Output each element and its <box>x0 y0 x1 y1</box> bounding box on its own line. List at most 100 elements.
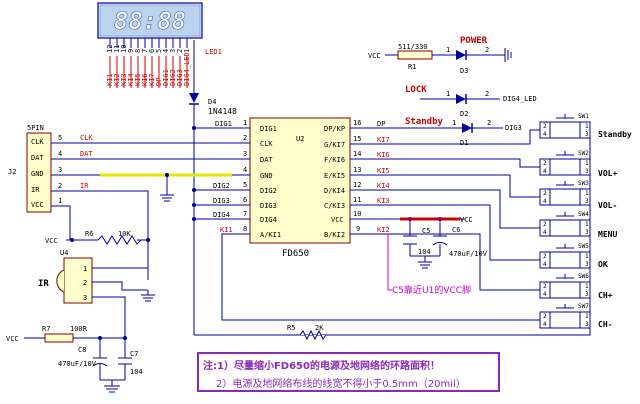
connector-pin-number: 1 <box>58 197 62 205</box>
r5-resistor: R5 2K <box>287 324 327 341</box>
switch-body <box>539 219 591 237</box>
ic-pin-number: 3 <box>243 150 247 158</box>
ic-pin-number: 7 <box>243 210 247 218</box>
d1-ref: D1 <box>460 139 468 147</box>
switch-label: VOL- <box>598 201 617 210</box>
supply-filter: VCC R7 100R C8 470uF/10V C7 104 <box>6 325 143 393</box>
ir-ref: U4 <box>60 249 68 257</box>
switch-pin-number: 3 <box>585 261 589 268</box>
net-ki7: KI7 <box>377 136 390 144</box>
switch-pin-number: 2 <box>543 283 547 290</box>
power-led: POWER VCC 511/330 R1 D3 1 2 <box>368 36 512 75</box>
display-pin-number: 8 <box>134 49 142 53</box>
switch-label: CH+ <box>598 291 613 300</box>
net-dig1: DIG1 <box>215 120 232 128</box>
connector-pin-number: 2 <box>58 182 62 190</box>
r1-ref: R1 <box>408 63 416 71</box>
led-display: 88:88 12 11 10 9 8 7 6 5 4 3 2 1 LED1 KI… <box>97 2 222 88</box>
ground-icon <box>160 194 174 202</box>
connector-j2: 5PIN J2 CLK DAT GND IR VCC 5 4 3 2 1 CLK… <box>8 124 93 213</box>
switch-pin-number: 3 <box>585 291 589 298</box>
led-icon <box>456 94 466 104</box>
ground-icon <box>104 385 120 393</box>
r1-value: 511/330 <box>398 43 428 51</box>
switch-pin-number: 4 <box>543 198 547 205</box>
ic-pin-number: 13 <box>353 166 361 174</box>
ic-pin-name: B/KI2 <box>324 231 345 239</box>
connector-pin-label: DAT <box>31 154 44 162</box>
ic-pin-number: 10 <box>353 210 361 218</box>
ic-pin-number: 2 <box>243 134 247 142</box>
switch-pin-number: 3 <box>585 168 589 175</box>
c5-ref: C5 <box>422 227 430 235</box>
ic-pin-name: DAT <box>260 156 273 164</box>
display-pin-number: 12 <box>106 45 114 53</box>
connector-pin-number: 4 <box>58 150 62 158</box>
switch-ref: SW7 <box>578 303 589 310</box>
ic-pin-name: DIG4 <box>260 216 277 224</box>
switch-ref: SW5 <box>578 243 589 250</box>
ic-name: FD650 <box>282 249 309 259</box>
net-ki1: KI1 <box>220 226 233 234</box>
r6-resistor <box>97 235 142 245</box>
ic-pin-name: GND <box>260 172 273 180</box>
switch-pin-number: 3 <box>585 131 589 138</box>
ic-pin-name: C/KI3 <box>324 202 345 210</box>
ic-pin-name: D/KI4 <box>324 187 345 195</box>
net-ki6: KI6 <box>377 151 390 159</box>
d2-ref: D2 <box>460 110 468 118</box>
display-pin-number: 9 <box>127 49 135 53</box>
ir-label: IR <box>38 279 49 289</box>
switch-pin-number: 1 <box>585 283 589 290</box>
ir-vcc: VCC <box>45 237 58 245</box>
standby-led-label: Standby <box>405 117 444 127</box>
ic-pin-name: DIG3 <box>260 202 277 210</box>
r5-value: 2K <box>315 324 324 332</box>
c7-value: 104 <box>130 368 143 376</box>
display-pin-number: 2 <box>176 49 184 53</box>
switch-ref: SW4 <box>578 211 589 218</box>
d2-pin1: 1 <box>446 90 450 98</box>
led-icon <box>456 50 466 60</box>
c5-value: 104 <box>418 248 431 256</box>
switch-pin-number: 4 <box>543 291 547 298</box>
ic-pin-name: F/KI6 <box>324 156 345 164</box>
net-dp: DP <box>377 120 385 128</box>
ic-pin-number: 15 <box>353 135 361 143</box>
switch-pin-number: 2 <box>543 190 547 197</box>
ic-pin-name: DIG1 <box>260 125 277 133</box>
switch-pin-number: 2 <box>543 123 547 130</box>
net-ki4: KI4 <box>377 182 390 190</box>
switch-ref: SW2 <box>578 150 589 157</box>
connector-ref: J2 <box>8 168 16 176</box>
display-pin-numbers: 12 11 10 9 8 7 6 5 4 3 2 1 <box>106 45 191 53</box>
switch-pin-number: 4 <box>543 131 547 138</box>
switch-body <box>539 188 591 206</box>
display-pin-number: 5 <box>155 49 163 53</box>
ground-icon <box>418 261 432 269</box>
caps: VCC C5 C6 104 470uF/10V <box>400 216 488 269</box>
note-line-2: 2）电源及地网络布线的线宽不得小于0.5mm（20mil） <box>216 379 466 390</box>
d3-pin2: 2 <box>485 46 489 54</box>
switch-body <box>539 281 591 299</box>
display-pin-number: 4 <box>162 49 170 53</box>
lock-led: LOCK DIG4_LED D2 1 2 <box>405 85 537 118</box>
ir-pin: 1 <box>83 265 87 273</box>
switch-label: VOL+ <box>598 169 617 178</box>
d3-ref: D3 <box>460 67 468 75</box>
switch-pin-number: 4 <box>543 261 547 268</box>
ir-pin: 3 <box>83 294 87 302</box>
ic-pin-number: 4 <box>243 166 247 174</box>
switch-body <box>539 311 591 329</box>
note-line-1: 注:1）尽量缩小FD650的电源及地网络的环路面积！ <box>203 361 440 372</box>
switch-label: MENU <box>598 230 617 239</box>
ic-pin-number: 6 <box>243 196 247 204</box>
r6-value: 10K <box>118 230 131 238</box>
ic-pin-number: 8 <box>243 225 247 233</box>
connector-pin-number: 3 <box>58 166 62 174</box>
switch-label: CH- <box>598 320 612 329</box>
